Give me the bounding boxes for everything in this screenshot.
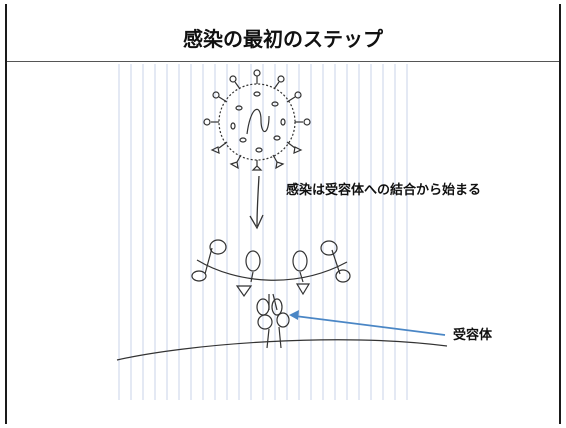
spike-left bbox=[191, 239, 227, 282]
caption-text: 感染は受容体への結合から始まる bbox=[286, 182, 481, 198]
oval-left bbox=[245, 250, 261, 272]
down-arrow bbox=[249, 175, 264, 230]
virus-spikes bbox=[203, 69, 311, 171]
receptor-pointer-arrow bbox=[289, 310, 446, 336]
slide: 感染の最初のステップ bbox=[5, 4, 561, 424]
notebook-paper-lines bbox=[118, 64, 408, 400]
cell-membrane bbox=[116, 339, 448, 361]
slide-title: 感染の最初のステップ bbox=[183, 27, 383, 51]
receptor-structure bbox=[256, 293, 290, 349]
viral-genome-squiggle bbox=[246, 108, 270, 135]
spike-right bbox=[320, 240, 351, 283]
binding-arc bbox=[191, 239, 351, 298]
title-divider bbox=[7, 61, 559, 62]
receptor-label: 受容体 bbox=[453, 327, 493, 343]
triangle-left bbox=[235, 285, 253, 298]
oval-right bbox=[292, 250, 308, 272]
triangle-right bbox=[295, 283, 311, 296]
virus-particle bbox=[203, 69, 311, 171]
infection-diagram: 感染は受容体への結合から始まる bbox=[116, 64, 493, 400]
